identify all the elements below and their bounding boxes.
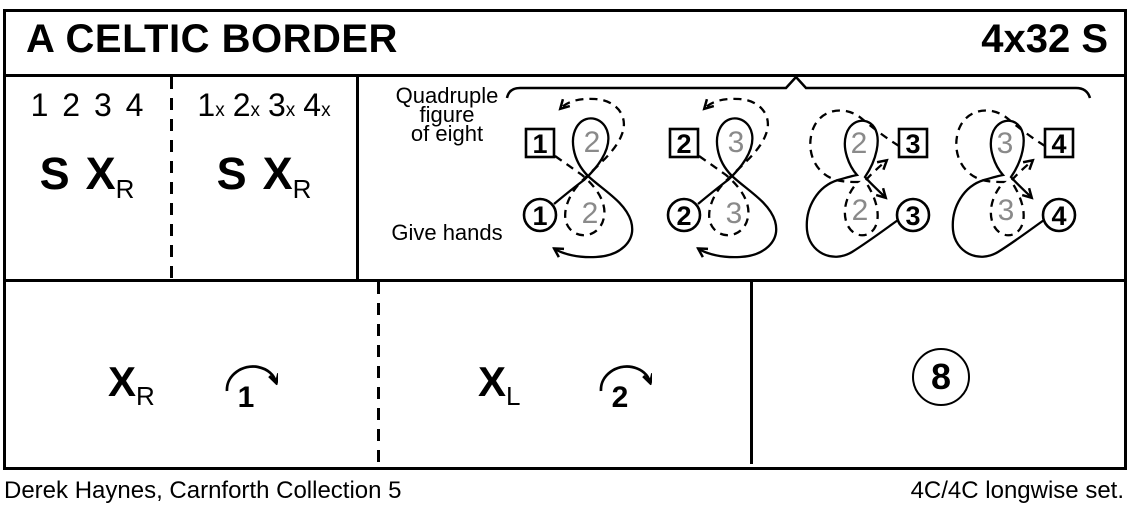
grid-line-turns-repeat	[750, 282, 753, 464]
standing-couple-top-number: 2	[851, 127, 868, 160]
man-square-marker	[668, 127, 700, 159]
bars-crossed-item: 3x	[268, 87, 296, 123]
turn-count-1: 1	[237, 381, 255, 414]
lady-circle-marker	[1041, 197, 1077, 233]
grid-dashed-divider-turns	[377, 282, 380, 464]
turn-twice-arrow-icon	[599, 365, 652, 392]
grid-line-header-bottom	[3, 74, 1127, 77]
standing-couple-bottom-number: 2	[582, 197, 599, 230]
partner-path-dashed	[955, 109, 1046, 237]
standing-couple-top-number: 3	[728, 126, 745, 159]
bars-crossed-item: 4x	[303, 87, 331, 123]
quadruple-span-brace-icon	[505, 75, 1092, 99]
cross-symbol: X	[108, 358, 137, 405]
figure-eight-diagram-2: 3 3 2 2	[666, 97, 778, 259]
quadruple-figure-label: Quadruple figure of eight	[388, 83, 506, 146]
turn-once-arrow-icon	[225, 365, 278, 392]
lady-circle-marker	[666, 197, 702, 233]
bars-crossed-item: 1x	[197, 87, 225, 123]
lady-circle-marker	[895, 197, 931, 233]
standing-couple-bottom-number: 2	[852, 194, 869, 227]
figure-eight-diagram-1: 2 2 1 1	[522, 97, 634, 259]
set-symbol: S	[39, 148, 70, 199]
cross-hand-subscript: R	[115, 174, 135, 204]
lady-number: 1	[532, 201, 547, 231]
dancer-path-solid	[805, 119, 899, 258]
set-symbol: S	[216, 148, 247, 199]
cross-hand-subscript: R	[292, 174, 312, 204]
repeat-eight-badge: 8	[912, 348, 970, 406]
quadruple-figure-label-line1: Quadruple	[395, 83, 499, 108]
man-number: 4	[1051, 129, 1066, 159]
lady-number: 4	[1051, 201, 1066, 231]
lady-circle-marker	[522, 197, 558, 233]
man-square-marker	[897, 127, 929, 159]
lady-number: 3	[905, 201, 920, 231]
lady-number: 2	[676, 201, 691, 231]
quadruple-figure-label-line2: figure	[419, 102, 475, 127]
cross-left-hand-label: XL	[478, 358, 520, 412]
dancer-path-solid	[698, 117, 778, 259]
standing-couple-top-number: 2	[584, 126, 601, 159]
man-number: 2	[676, 129, 691, 159]
standing-couple-bottom-number: 3	[726, 197, 743, 230]
standing-couple-bottom-number: 3	[998, 194, 1015, 227]
cross-symbol: X	[85, 148, 116, 199]
man-number: 3	[905, 129, 920, 159]
left-hand-subscript: L	[506, 381, 521, 411]
bars-couples-label: 1 2 3 4	[30, 87, 144, 123]
figure-eight-diagram-3: 2 2 3 3	[805, 109, 931, 258]
man-number: 1	[532, 129, 547, 159]
bars-crossed-item: 2x	[232, 87, 260, 123]
man-square-marker	[1043, 127, 1075, 159]
standing-couple-top-number: 3	[997, 127, 1014, 160]
partner-path-dashed	[809, 109, 900, 237]
dance-length-code: 4x32 S	[981, 17, 1108, 61]
dancer-path-solid	[951, 119, 1045, 258]
dancer-path-solid	[554, 117, 634, 259]
quadruple-figure-label-line3: of eight	[410, 121, 484, 146]
right-hand-subscript: R	[136, 381, 155, 411]
turn-count-2: 2	[611, 381, 629, 414]
cross-symbol: X	[478, 358, 507, 405]
cross-symbol: X	[262, 148, 293, 199]
set-format-label: 4C/4C longwise set.	[910, 477, 1124, 504]
cross-right-hand-label: XR	[108, 358, 155, 412]
grid-line-bars-figure	[356, 77, 359, 279]
give-hands-label: Give hands	[391, 220, 503, 245]
figure-eight-diagram-4: 3 3 4 4	[951, 109, 1077, 258]
man-square-marker	[524, 127, 556, 159]
deviser-credit: Derek Haynes, Carnforth Collection 5	[4, 477, 402, 504]
grid-line-row-divider	[3, 279, 1127, 282]
diagram-outer-border	[3, 9, 1127, 470]
dance-title: A CELTIC BORDER	[26, 17, 398, 61]
grid-dashed-divider-bars	[170, 77, 173, 279]
